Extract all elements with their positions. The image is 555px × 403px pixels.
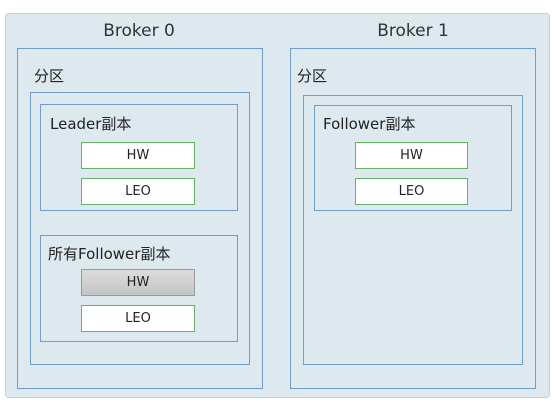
- follower-replica-box: [314, 105, 512, 211]
- all-followers-box: [40, 235, 238, 342]
- broker-1-partition-box: [303, 95, 523, 365]
- all-followers-leo: LEO: [81, 305, 195, 332]
- leader-hw: HW: [81, 142, 195, 169]
- all-followers-label: 所有Follower副本: [48, 245, 171, 263]
- follower-hw: HW: [355, 142, 468, 169]
- follower-leo: LEO: [355, 178, 468, 205]
- broker-0-title: Broker 0: [103, 21, 175, 41]
- broker-0-box: [17, 48, 263, 389]
- diagram-background: [5, 13, 550, 398]
- broker-1-title: Broker 1: [377, 21, 449, 41]
- leader-replica-label: Leader副本: [50, 115, 132, 133]
- broker-0-partition-box: [30, 92, 250, 365]
- leader-replica-box: [40, 104, 238, 211]
- leader-leo: LEO: [81, 178, 195, 205]
- follower-replica-label: Follower副本: [323, 115, 416, 133]
- broker-1-partition-label: 分区: [297, 67, 328, 85]
- all-followers-hw: HW: [81, 269, 195, 296]
- broker-0-partition-label: 分区: [34, 67, 65, 85]
- broker-1-box: [290, 48, 536, 389]
